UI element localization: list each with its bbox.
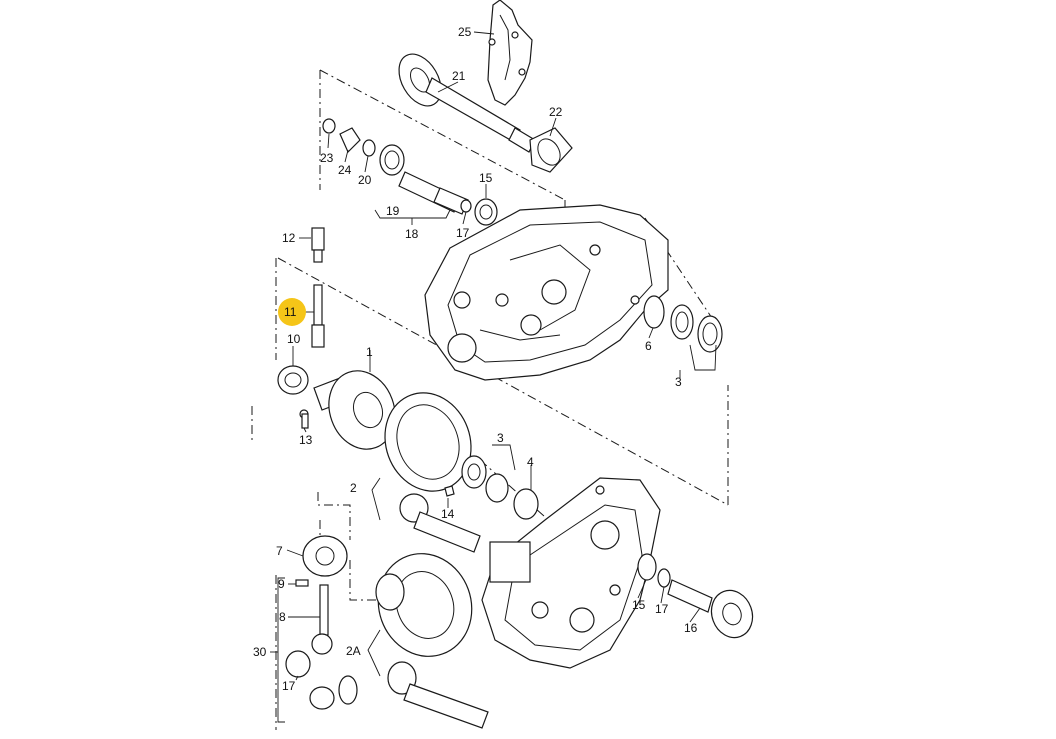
transmission-housing-upper	[424, 204, 669, 381]
pinion-shaft-upper	[399, 455, 539, 553]
crown-wheel-lower	[375, 553, 489, 729]
callout-17-upper[interactable]: 17	[456, 226, 470, 240]
callout-14[interactable]: 14	[441, 507, 455, 521]
speedometer-drive	[311, 227, 325, 348]
bearing-set-right	[643, 295, 723, 353]
callout-9[interactable]: 9	[278, 577, 285, 591]
callout-15-lower[interactable]: 15	[632, 598, 646, 612]
drive-shaft-upper	[398, 53, 536, 153]
callout-17-right[interactable]: 17	[655, 602, 669, 616]
callout-3-center[interactable]: 3	[497, 431, 504, 445]
callout-6[interactable]: 6	[645, 339, 652, 353]
callout-18[interactable]: 18	[405, 227, 419, 241]
callout-20[interactable]: 20	[358, 173, 372, 187]
mounting-bracket	[487, 0, 533, 106]
callout-12[interactable]: 12	[282, 231, 296, 245]
callout-13[interactable]: 13	[299, 433, 313, 447]
differential-assembly	[299, 370, 472, 492]
callout-8[interactable]: 8	[279, 610, 286, 624]
callout-19[interactable]: 19	[386, 204, 400, 218]
callout-11[interactable]: 11	[284, 305, 297, 319]
callout-23[interactable]: 23	[320, 151, 334, 165]
drive-gear-small	[277, 365, 309, 395]
callout-22[interactable]: 22	[549, 105, 563, 119]
callout-labels: 25 21 22 23 24 20 19 18 15 17 12 11 10 1…	[253, 25, 698, 693]
callout-17-lower[interactable]: 17	[282, 679, 296, 693]
callout-7[interactable]: 7	[276, 544, 283, 558]
callout-30[interactable]: 30	[253, 645, 267, 659]
shaft-small-parts	[322, 118, 405, 176]
callout-24[interactable]: 24	[338, 163, 352, 177]
planet-gear-set	[285, 633, 358, 710]
callout-1[interactable]: 1	[366, 345, 373, 359]
callout-4[interactable]: 4	[527, 455, 534, 469]
callout-16[interactable]: 16	[684, 621, 698, 635]
callout-3-right[interactable]: 3	[675, 375, 682, 389]
intermediate-shaft	[398, 171, 498, 226]
callout-15-upper[interactable]: 15	[479, 171, 493, 185]
callout-2A[interactable]: 2A	[346, 644, 361, 658]
flange-plate	[529, 127, 573, 173]
callout-21[interactable]: 21	[452, 69, 466, 83]
callout-10[interactable]: 10	[287, 332, 301, 346]
callout-2[interactable]: 2	[350, 481, 357, 495]
callout-25[interactable]: 25	[458, 25, 472, 39]
callout-highlight-circle	[278, 298, 306, 326]
output-flange-assembly	[637, 553, 754, 639]
label-brackets	[270, 209, 717, 723]
transmission-housing-lower	[481, 477, 661, 669]
differential-case	[295, 535, 348, 636]
leader-lines	[286, 31, 701, 681]
